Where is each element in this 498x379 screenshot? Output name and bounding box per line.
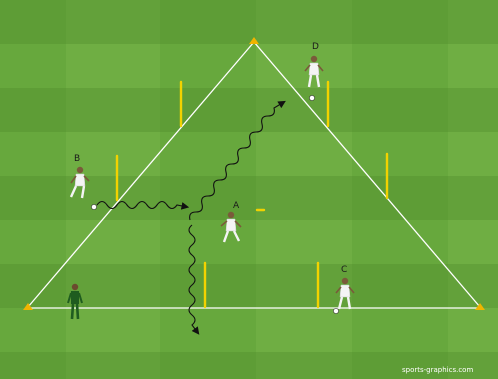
player-label-b: B	[74, 154, 80, 164]
player-label-a: A	[233, 201, 240, 211]
watermark-text: sports-graphics.com	[402, 366, 473, 374]
player-label-c: C	[341, 265, 347, 275]
ball-icon	[91, 204, 96, 209]
ball-icon	[333, 308, 338, 313]
ball-icon	[309, 95, 314, 100]
player-label-d: D	[312, 42, 319, 52]
